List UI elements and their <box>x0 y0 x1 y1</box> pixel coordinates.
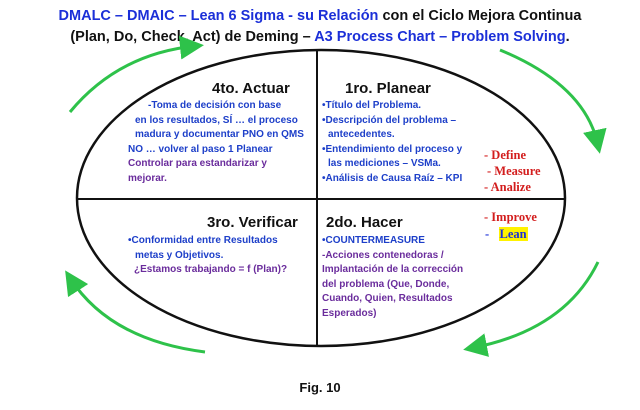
plan-line-3: antecedentes. <box>328 129 395 141</box>
check-heading: 3ro. Verificar <box>207 214 298 231</box>
do-body: •COUNTERMEASURE -Acciones contenedoras /… <box>322 234 463 322</box>
label-lean-dash: - <box>485 227 490 241</box>
act-line-4: NO … volver al paso 1 Planear <box>128 143 273 155</box>
plan-heading: 1ro. Planear <box>345 80 431 97</box>
label-measure: - Measure <box>487 164 541 178</box>
plan-line-5: las mediciones – VSMa. <box>328 158 441 170</box>
do-line-3: Implantación de la corrección <box>322 264 464 276</box>
act-purple-line-1: Controlar para estandarizar y <box>128 158 267 170</box>
do-line-6: Esperados) <box>322 307 377 319</box>
label-improve: - Improve <box>484 210 537 224</box>
do-line-5: Cuando, Quien, Resultados <box>322 293 453 305</box>
cycle-arrow-top-right <box>499 48 607 154</box>
title-line-1-highlight: DMALC – DMAIC – Lean 6 Sigma - su Relaci… <box>58 8 379 24</box>
act-line-2: en los resultados, SÍ … el proceso <box>135 114 298 126</box>
check-body: •Conformidad entre Resultados metas y Ob… <box>126 234 287 278</box>
act-purple-line-2: mejorar. <box>128 172 167 184</box>
act-body: -Toma de decisión con base en los result… <box>128 99 304 187</box>
do-line-4: del problema (Que, Donde, <box>322 278 450 290</box>
label-lean-highlight: Lean <box>498 227 528 241</box>
title-line-2-highlight: A3 Process Chart – Problem Solving <box>314 29 566 45</box>
do-line-2: -Acciones contenedoras / <box>322 249 444 261</box>
title-line-1-rest: con el Ciclo Mejora Continua <box>378 8 582 24</box>
plan-body: •Título del Problema. •Descripción del p… <box>322 99 462 187</box>
title-line-2-end: . <box>565 29 570 45</box>
plan-line-2: •Descripción del problema – <box>322 114 457 126</box>
act-line-3: madura y documentar PNO en QMS <box>135 129 304 141</box>
check-purple-line-1: ¿Estamos trabajando = f (Plan)? <box>134 264 288 276</box>
plan-line-4: •Entendimiento del proceso y <box>322 143 463 155</box>
figure-caption: Fig. 10 <box>299 380 341 395</box>
label-define: - Define <box>484 148 526 162</box>
do-line-1: •COUNTERMEASURE <box>322 235 425 246</box>
act-heading: 4to. Actuar <box>212 80 290 97</box>
check-line-1: •Conformidad entre Resultados <box>128 235 278 246</box>
check-line-2: metas y Objetivos. <box>135 249 224 261</box>
cycle-arrow-bottom-left <box>65 270 206 354</box>
cycle-arrow-top-left <box>68 35 204 113</box>
do-heading: 2do. Hacer <box>326 214 403 231</box>
plan-line-1: •Título del Problema. <box>322 100 422 111</box>
cycle-arrow-bottom-right <box>463 261 600 357</box>
label-lean: - Lean <box>485 227 528 241</box>
plan-line-6: •Análisis de Causa Raíz – KPI <box>322 172 463 184</box>
act-line-1: -Toma de decisión con base <box>148 100 282 111</box>
title-line-1: DMALC – DMAIC – Lean 6 Sigma - su Relaci… <box>0 6 640 26</box>
label-analize: - Analize <box>484 180 531 194</box>
